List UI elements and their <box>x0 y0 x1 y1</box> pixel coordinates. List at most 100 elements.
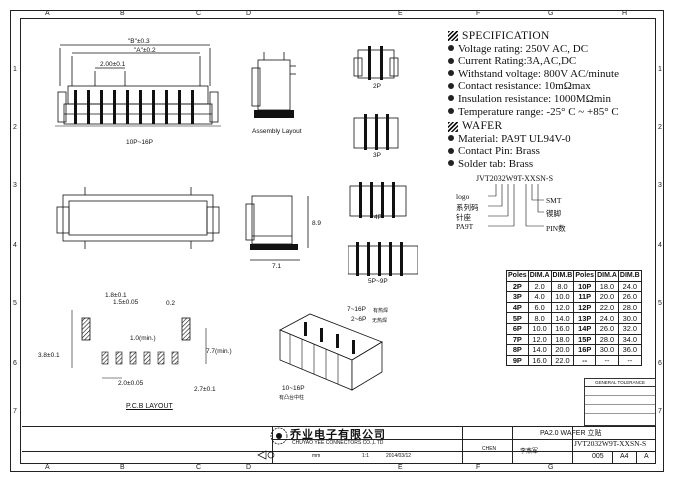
iso-label-3: 10~16P <box>282 385 305 392</box>
pcb-layout-title: P.C.B LAYOUT <box>126 403 173 410</box>
tolerance-title: GENERAL TOLERANCE <box>585 379 655 387</box>
table-cell: 8.0 <box>527 312 552 324</box>
table-cell: 8.0 <box>550 280 575 293</box>
wafer-item-text: Material: PA9T UL94V-0 <box>458 132 571 145</box>
spec-header-text: SPECIFICATION <box>462 30 550 42</box>
table-cell: 5P <box>506 312 529 324</box>
iso-label-2: 2~6P <box>351 316 367 323</box>
zone-letter: A <box>45 464 50 471</box>
zone-letter: B <box>120 10 125 17</box>
zone-letter: C <box>196 10 202 17</box>
spec-item-text: Withstand voltage: 800V AC/minute <box>458 67 619 80</box>
table-cell: 6P <box>506 322 529 335</box>
pcb-layout-drawing <box>71 310 207 379</box>
part-code-logo: logo <box>456 192 470 201</box>
drawing-unit: mm <box>312 453 321 459</box>
table-cell: 10.0 <box>527 322 552 335</box>
drawing-sheet: 005 <box>592 453 604 460</box>
table-cell: 10P <box>573 280 597 293</box>
side-view-drawing <box>245 195 309 261</box>
bullet-icon <box>448 160 454 167</box>
pcb-dim-5: 3.8±0.1 <box>38 352 60 359</box>
zone-letter: C <box>196 464 202 471</box>
zone-letter: G <box>548 464 554 471</box>
table-cell: 34.0 <box>617 333 642 346</box>
pcb-dim-6: 7.7(min.) <box>206 348 232 355</box>
bullet-icon <box>448 108 454 115</box>
zone-letter: F <box>476 10 481 17</box>
wafer-header-text: WAFER <box>462 120 503 133</box>
part-code-material: PA9T <box>456 222 474 231</box>
spec-item-text: Voltage rating: 250V AC, DC <box>458 42 589 55</box>
tolerance-box: GENERAL TOLERANCE <box>584 378 656 426</box>
hatched-marker-icon <box>448 121 458 132</box>
table-cell: 12.0 <box>527 333 552 346</box>
zone-number: 5 <box>658 300 662 307</box>
variant-label-4p: 4P <box>374 214 382 221</box>
part-code: JVT2032W9T-XXSN-S <box>476 174 554 183</box>
wafer-item-text: Contact Pin: Brass <box>458 145 540 158</box>
company-name-en: CHUYAO YEE CONNECTORS CO.,L TD <box>292 440 384 446</box>
table-cell: 24.0 <box>595 312 619 324</box>
table-cell: -- <box>595 354 619 367</box>
zone-number: 4 <box>13 242 17 249</box>
drawing-inner-frame <box>20 18 656 464</box>
variant-label-3p: 3P <box>373 152 381 159</box>
zone-letter: H <box>622 10 628 17</box>
table-cell: 26.0 <box>595 322 619 335</box>
spec-item: Insulation resistance: 1000MΩmin <box>448 93 663 106</box>
part-code-series: 系列码 <box>456 203 479 212</box>
table-cell: 4P <box>506 301 529 314</box>
hatched-marker-icon <box>448 31 458 42</box>
assembly-layout-label: Assembly Layout <box>252 128 302 135</box>
company-name-cn: 乔业电子有限公司 <box>290 429 386 441</box>
zone-number: 3 <box>13 182 17 189</box>
wafer-header: WAFER <box>448 120 663 133</box>
projection-symbol-icon <box>257 450 275 460</box>
spec-item: Voltage rating: 250V AC, DC <box>448 43 663 56</box>
spec-item-text: Insulation resistance: 1000MΩmin <box>458 92 611 105</box>
table-cell: 6.0 <box>527 301 552 314</box>
zone-number: 3 <box>658 182 662 189</box>
table-cell: 26.0 <box>617 291 642 303</box>
table-cell: 12.0 <box>550 301 575 314</box>
table-cell: 2P <box>506 280 529 293</box>
table-cell: 4.0 <box>527 291 552 303</box>
table-cell: 16P <box>573 344 597 356</box>
bullet-icon <box>448 82 454 89</box>
table-cell: 2.0 <box>527 280 552 293</box>
wafer-item: Material: PA9T UL94V-0 <box>448 133 663 146</box>
table-cell: 16.0 <box>527 354 552 367</box>
drawing-size: A4 <box>620 453 629 460</box>
drawing-checker: CHEN <box>482 446 497 452</box>
front-view-label: 10P~16P <box>126 139 153 146</box>
drawing-description: PA2.0 WAFER 立贴 <box>540 430 602 437</box>
wafer-item: Solder tab: Brass <box>448 158 663 171</box>
table-cell: -- <box>617 354 642 367</box>
side-view-width: 7.1 <box>272 263 282 270</box>
table-header: DIM.A <box>595 270 619 282</box>
pcb-dim-4: 1.0(min.) <box>130 335 156 342</box>
zone-letter: F <box>476 464 481 471</box>
wafer-item-text: Solder tab: Brass <box>458 157 534 170</box>
title-block: 乔业电子有限公司 CHUYAO YEE CONNECTORS CO.,L TD … <box>22 426 656 463</box>
table-cell: 18.0 <box>595 280 619 293</box>
zone-number: 1 <box>658 66 662 73</box>
table-cell: 22.0 <box>550 354 575 367</box>
table-cell: 30.0 <box>617 312 642 324</box>
table-cell: 3P <box>506 291 529 303</box>
table-cell: 16.0 <box>550 322 575 335</box>
bullet-icon <box>448 57 454 64</box>
bullet-icon <box>448 135 454 142</box>
table-header: Poles <box>573 270 597 282</box>
drawing-rev: A <box>644 453 649 460</box>
table-header: DIM.B <box>550 270 575 282</box>
